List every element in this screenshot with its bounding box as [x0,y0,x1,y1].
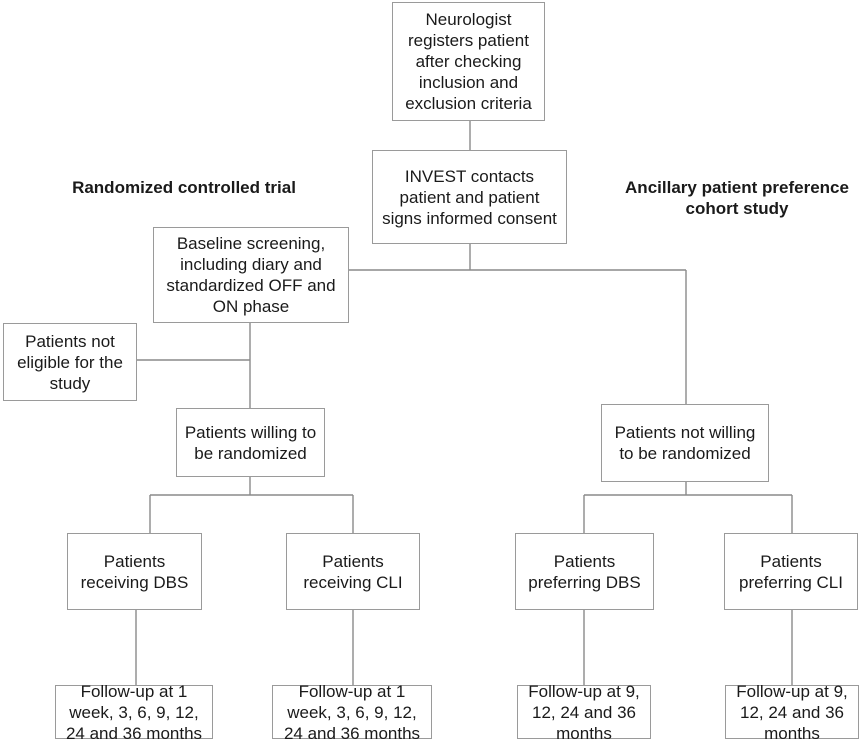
receiving-cli-box: Patients receiving CLI [286,533,420,610]
not-willing-box: Patients not willing to be randomized [601,404,769,482]
cohort-heading: Ancillary patient preference cohort stud… [625,178,849,218]
preferring-cli-box: Patients preferring CLI [724,533,858,610]
followup-pref-cli-box: Follow-up at 9, 12, 24 and 36 months [725,682,859,743]
followup-rct-cli-box: Follow-up at 1 week, 3, 6, 9, 12, 24 and… [272,682,432,743]
willing-box: Patients willing to be randomized [176,408,325,477]
followup-rct-dbs-box: Follow-up at 1 week, 3, 6, 9, 12, 24 and… [55,682,213,743]
receiving-dbs-box: Patients receiving DBS [67,533,202,610]
rct-heading: Randomized controlled trial [72,178,296,197]
followup-pref-dbs-box: Follow-up at 9, 12, 24 and 36 months [517,682,651,743]
baseline-box: Baseline screening, including diary and … [153,227,349,323]
register-box: Neurologist registers patient after chec… [392,2,545,121]
preferring-dbs-box: Patients preferring DBS [515,533,654,610]
invest-box: INVEST contacts patient and patient sign… [372,150,567,244]
not-eligible-box: Patients not eligible for the study [3,323,137,401]
